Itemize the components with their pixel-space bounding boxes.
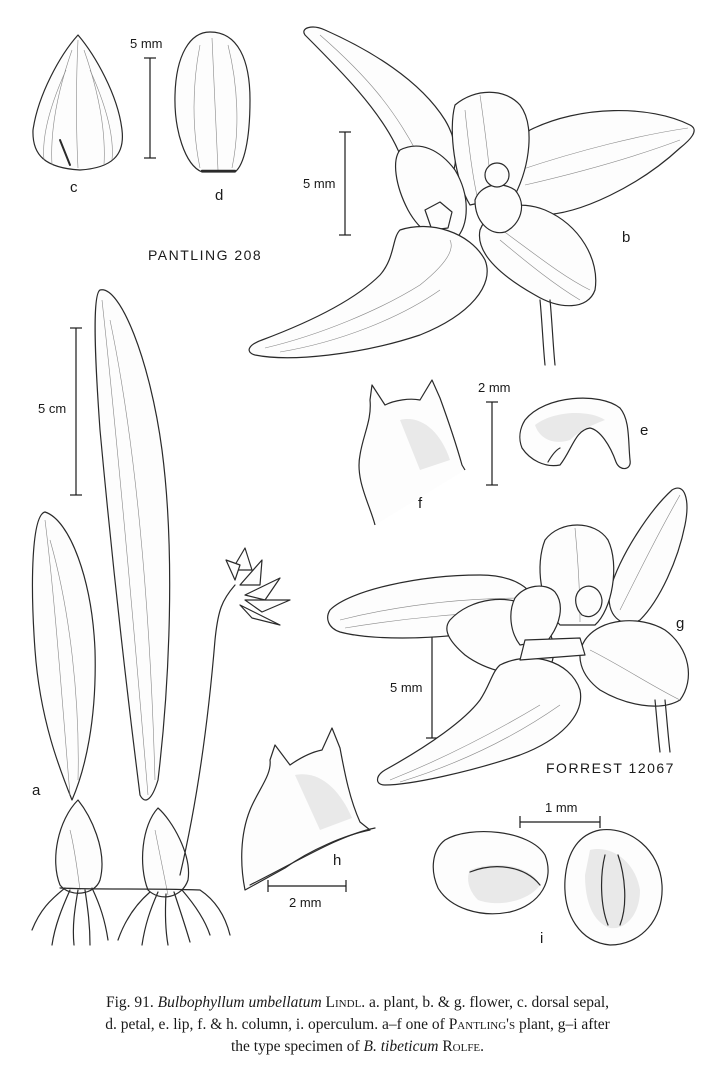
- scale-label-g: 5 mm: [390, 680, 423, 695]
- caption-fig-number: Fig. 91.: [105, 994, 154, 1011]
- scale-bar-h: 2 mm: [267, 880, 347, 910]
- figure-b-flower: b: [248, 26, 695, 366]
- label-h: h: [333, 852, 341, 869]
- scale-label-a: 5 cm: [38, 401, 66, 416]
- scale-label-ef: 2 mm: [478, 380, 511, 395]
- caption-author: Lindl.: [325, 994, 366, 1011]
- figure-a-plant: a: [31, 289, 291, 946]
- caption-line2-rest: plant, g–i after: [518, 1016, 610, 1033]
- scale-label-cd: 5 mm: [130, 36, 163, 51]
- figure-caption: Fig. 91. Bulbophyllum umbellatum Lindl. …: [30, 992, 685, 1058]
- caption-type-species: B. tibeticum: [363, 1038, 439, 1055]
- scale-bar-ef: 2 mm: [478, 380, 511, 486]
- caption-line1-rest: a. plant, b. & g. flower, c. dorsal sepa…: [369, 994, 610, 1011]
- scale-label-b: 5 mm: [303, 176, 336, 191]
- scale-label-i: 1 mm: [545, 800, 578, 815]
- label-b: b: [622, 229, 630, 246]
- figure-f-column: f: [358, 379, 466, 526]
- caption-line2: d. petal, e. lip, f. & h. column, i. ope…: [105, 1016, 445, 1033]
- label-i: i: [540, 930, 543, 947]
- caption-line3-pre: the type specimen of: [230, 1038, 360, 1055]
- figure-i-operculum: i: [432, 828, 663, 947]
- label-e: e: [640, 422, 648, 439]
- scale-bar-a: 5 cm: [38, 327, 82, 496]
- label-c: c: [70, 179, 78, 196]
- figure-d-petal: d: [174, 31, 251, 204]
- figure-h-column: h: [241, 727, 376, 891]
- figure-g-flower: g: [327, 487, 689, 786]
- label-d: d: [215, 187, 223, 204]
- caption-species: Bulbophyllum umbellatum: [157, 994, 322, 1011]
- scale-bar-cd: 5 mm: [130, 36, 163, 159]
- scale-bar-b: 5 mm: [303, 131, 351, 236]
- collection-pantling: PANTLING 208: [148, 247, 262, 263]
- caption-type-author: Rolfe.: [442, 1038, 485, 1055]
- label-g: g: [676, 615, 684, 632]
- caption-pantling: Pantling's: [448, 1016, 516, 1033]
- label-a: a: [32, 782, 41, 799]
- scale-bar-g: 5 mm: [390, 634, 438, 739]
- label-f: f: [418, 495, 423, 512]
- scale-bar-i: 1 mm: [519, 800, 601, 828]
- figure-e-lip: e: [519, 397, 648, 470]
- figure-c-dorsal-sepal: c: [32, 34, 124, 196]
- scale-label-h: 2 mm: [289, 895, 322, 910]
- collection-forrest: FORREST 12067: [546, 760, 675, 776]
